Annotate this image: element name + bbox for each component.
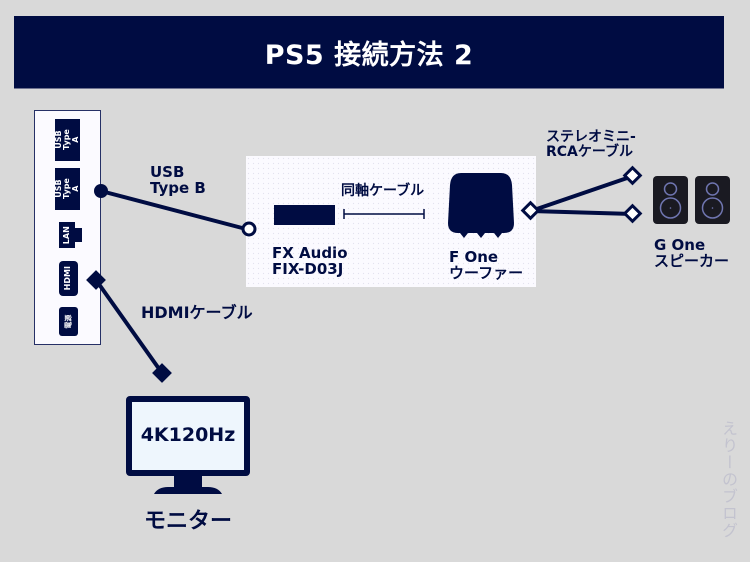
usb-cable-line	[100, 189, 247, 231]
dac-label: FX Audio FIX-D03J	[272, 244, 348, 278]
lan-port: LAN	[59, 222, 75, 248]
speakers-label: G One スピーカー	[654, 236, 730, 270]
speaker-right-icon	[695, 176, 730, 224]
lan-port-tab	[75, 228, 82, 242]
subwoofer-label-line2: ウーファー	[449, 263, 524, 282]
monitor-label: モニター	[143, 509, 232, 534]
usb-type-a-port-2: USB Type A	[54, 168, 80, 210]
speakers-label-line1: G One	[654, 236, 706, 254]
rca-cable-line-right	[530, 209, 634, 216]
subwoofer-icon	[448, 173, 514, 238]
monitor-icon	[126, 396, 250, 494]
watermark: えりーのブログ	[719, 420, 738, 539]
coax-cable-label: 同軸ケーブル	[341, 183, 425, 199]
power-port: 電源	[59, 307, 78, 336]
dac-label-line2: FIX-D03J	[272, 259, 344, 278]
rca-cable-label-line2: RCAケーブル	[546, 143, 634, 160]
ps5-port-panel: USB Type A USB Type A LAN HDMI 電源	[34, 110, 101, 345]
mini-plug-icon	[520, 200, 541, 221]
speakers-label-line2: スピーカー	[654, 251, 730, 270]
speakers-icon	[653, 176, 730, 224]
hdmi-cable-label: HDMIケーブル	[141, 303, 253, 322]
dac-label-line1: FX Audio	[272, 244, 348, 262]
usb-cable-label-line2: Type B	[150, 178, 206, 197]
title-banner: PS5 接続方法 2	[14, 16, 724, 89]
hdmi-port: HDMI	[59, 261, 78, 296]
hdmi-cable-line	[94, 278, 164, 375]
rca-cable-label: ステレオミニ- RCAケーブル	[546, 130, 636, 159]
rca-plug-right-icon	[622, 203, 643, 224]
hdmi-plug-ps5-icon	[86, 270, 106, 290]
monitor-screen-text: 4K120Hz	[140, 424, 236, 446]
subwoofer-label-line1: F One	[449, 248, 499, 266]
rca-plug-left-icon	[622, 165, 643, 186]
dac-icon	[274, 205, 335, 225]
usb-type-a-port-1: USB Type A	[54, 119, 80, 161]
hdmi-plug-monitor-icon	[152, 363, 172, 383]
usb-a-plug-icon	[94, 184, 108, 198]
subwoofer-label: F One ウーファー	[449, 248, 524, 282]
usb-cable-label: USB Type B	[150, 163, 206, 197]
page-title: PS5 接続方法 2	[264, 39, 474, 71]
usb-b-plug-icon	[241, 221, 257, 237]
usb-cable-label-line1: USB	[150, 163, 185, 181]
rca-cable-line-left	[530, 174, 634, 213]
speaker-left-icon	[653, 176, 688, 224]
rca-cable-label-line1: ステレオミニ-	[546, 129, 636, 145]
